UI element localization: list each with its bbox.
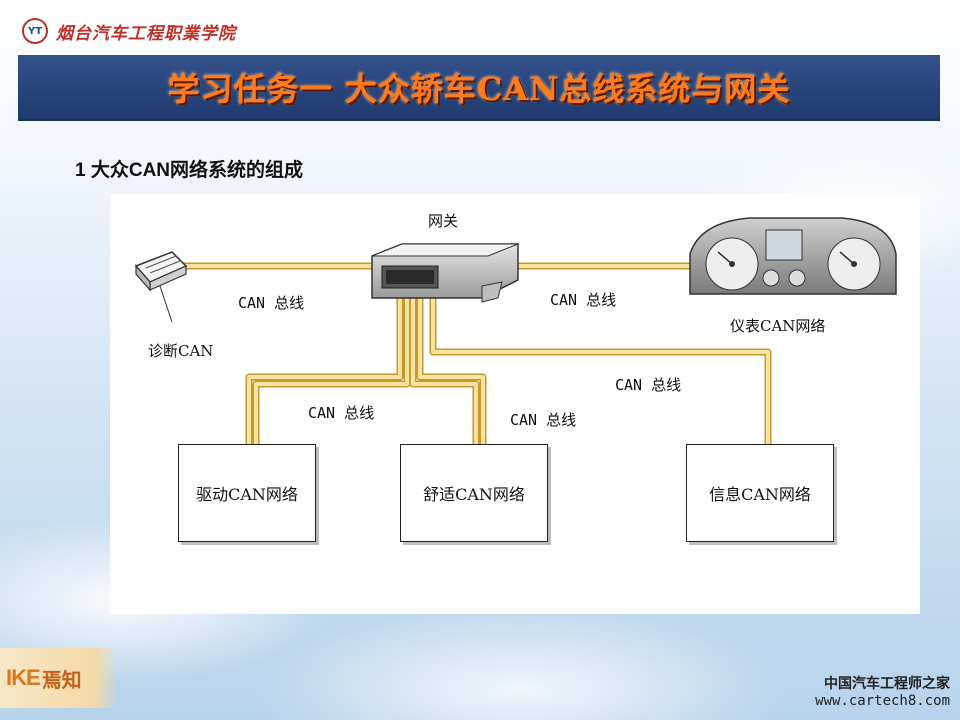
drive-can-network-box: 驱动CAN网络 <box>178 444 316 542</box>
slide-title: 学习任务一 大众轿车CAN总线系统与网关 <box>167 70 791 108</box>
instrument-label: 仪表CAN网络 <box>730 317 826 335</box>
drive-can-network-label: 驱动CAN网络 <box>196 485 298 504</box>
bus-label-left: CAN 总线 <box>238 294 305 312</box>
title-banner: 学习任务一 大众轿车CAN总线系统与网关 <box>18 55 940 121</box>
diagram-panel: 网关 CAN 总线 CAN 总线 诊断CAN 仪表CAN网络 CAN 总线 CA… <box>110 194 920 614</box>
info-can-network-label: 信息CAN网络 <box>709 485 811 504</box>
site-url: www.cartech8.com <box>815 693 950 709</box>
comfort-can-network-label: 舒适CAN网络 <box>423 485 525 504</box>
gateway-label: 网关 <box>428 212 459 230</box>
bus-label-info: CAN 总线 <box>615 376 682 394</box>
school-name: 烟台汽车工程职業学院 <box>56 23 236 44</box>
diagnostic-connector-icon <box>134 251 188 323</box>
info-can-network-box: 信息CAN网络 <box>686 444 834 542</box>
bus-label-right: CAN 总线 <box>550 291 617 309</box>
school-logo: YT 烟台汽车工程职業学院 <box>22 18 236 44</box>
ike-logo-latin: IKE <box>6 665 41 690</box>
can-network-diagram <box>134 217 897 444</box>
comfort-can-network-box: 舒适CAN网络 <box>400 444 548 542</box>
site-watermark: 中国汽车工程师之家 www.cartech8.com <box>815 673 950 709</box>
bus-label-comfort: CAN 总线 <box>510 411 577 429</box>
instrument-cluster-icon <box>689 217 897 295</box>
site-name: 中国汽车工程师之家 <box>824 676 950 692</box>
school-emblem-icon: YT <box>22 18 48 44</box>
ike-logo: IKE 焉知 <box>0 648 118 708</box>
bus-label-drive: CAN 总线 <box>308 404 375 422</box>
gateway-ecu-icon <box>371 243 519 303</box>
diagnostic-label: 诊断CAN <box>148 342 214 360</box>
ike-logo-cn: 焉知 <box>41 667 82 692</box>
section-heading: 1 大众CAN网络系统的组成 <box>75 160 304 181</box>
